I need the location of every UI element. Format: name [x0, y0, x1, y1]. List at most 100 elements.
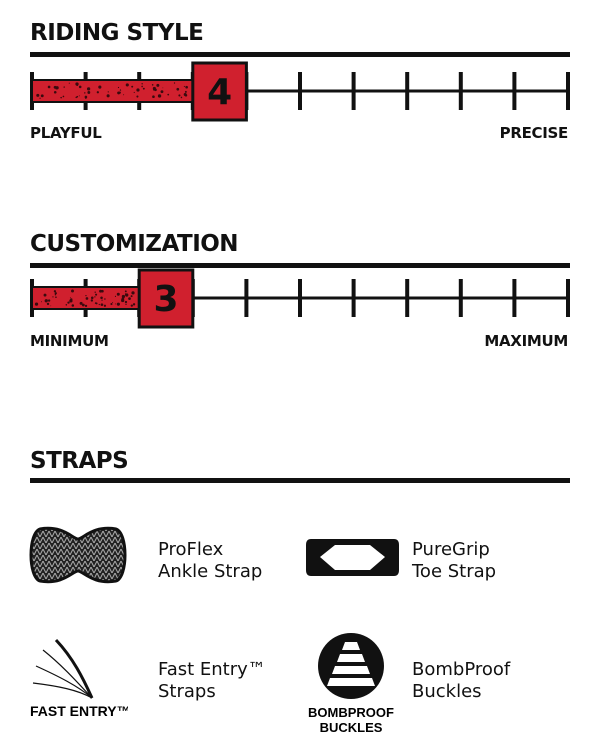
fill-texture	[66, 304, 68, 306]
fill-texture	[91, 296, 94, 299]
fill-texture	[152, 84, 154, 86]
scale-max-label: MAXIMUM	[484, 332, 568, 350]
fill-texture	[48, 299, 50, 301]
fill-texture	[67, 301, 69, 303]
fast-entry-icon: FAST ENTRY™	[28, 638, 128, 718]
feature-line1: PureGrip	[412, 539, 496, 561]
divider	[30, 52, 570, 57]
fill-texture	[110, 303, 112, 305]
fill-texture	[54, 91, 57, 94]
fill-texture	[41, 301, 42, 302]
fill-texture	[185, 91, 187, 93]
fill-texture	[70, 297, 71, 298]
fill-texture	[104, 298, 106, 300]
fill-texture	[123, 94, 124, 95]
fill-texture	[60, 97, 62, 99]
fill-texture	[86, 297, 89, 300]
fill-texture	[50, 305, 51, 306]
fill-texture	[152, 95, 155, 98]
fill-texture	[134, 92, 135, 93]
fill-texture	[107, 94, 110, 97]
svg-text:BUCKLES: BUCKLES	[320, 720, 383, 735]
fill-texture	[87, 87, 90, 90]
fill-texture	[101, 300, 102, 301]
fill-texture	[55, 292, 57, 294]
feature-line2: Buckles	[412, 681, 510, 703]
fill-texture	[98, 85, 101, 88]
fill-texture	[85, 97, 87, 99]
fill-texture	[125, 293, 127, 295]
fill-texture	[184, 86, 185, 87]
fill-texture	[48, 86, 51, 89]
fill-texture	[117, 293, 120, 296]
fill-texture	[122, 295, 125, 298]
fill-texture	[69, 83, 70, 84]
fill-texture	[84, 92, 85, 93]
fill-texture	[133, 303, 135, 305]
fill-texture	[161, 90, 164, 93]
fill-texture	[79, 95, 80, 96]
fill-texture	[112, 302, 113, 303]
riding-style-title: RIDING STYLE	[30, 20, 203, 46]
fill-texture	[125, 304, 126, 305]
fill-texture	[45, 299, 48, 302]
fill-texture	[70, 298, 72, 300]
scale-fill	[32, 80, 193, 102]
fill-texture	[143, 88, 145, 90]
fill-texture	[125, 301, 127, 303]
fill-texture	[99, 304, 100, 305]
riding-style-scale: 4	[20, 58, 590, 128]
customization-title: CUSTOMIZATION	[30, 231, 238, 257]
fill-texture	[47, 303, 49, 305]
fill-texture	[87, 91, 90, 94]
fill-texture	[117, 303, 120, 306]
fill-texture	[120, 89, 121, 90]
ankle-strap-icon	[28, 525, 128, 585]
fill-texture	[99, 290, 102, 293]
fill-texture	[71, 290, 74, 293]
fill-texture	[131, 305, 133, 307]
scale-value: 3	[153, 279, 178, 320]
fill-texture	[55, 296, 57, 298]
fill-texture	[181, 97, 183, 99]
fill-texture	[52, 296, 53, 297]
fill-texture	[156, 84, 159, 87]
fill-texture	[63, 96, 65, 98]
fill-texture	[115, 296, 116, 297]
fill-texture	[174, 82, 175, 83]
straps-title: STRAPS	[30, 448, 128, 474]
fill-texture	[75, 97, 77, 99]
fill-texture	[35, 302, 38, 305]
feature-line2: Toe Strap	[412, 561, 496, 583]
fill-texture	[72, 304, 75, 307]
fill-texture	[63, 86, 64, 87]
fill-texture	[128, 297, 131, 300]
fill-texture	[95, 292, 96, 293]
scale-min-label: MINIMUM	[30, 332, 109, 350]
fill-texture	[126, 83, 129, 86]
fill-texture	[141, 83, 142, 84]
fill-texture	[85, 295, 86, 296]
fill-texture	[115, 303, 116, 304]
fill-texture	[95, 302, 97, 304]
feature-line2: Straps	[158, 681, 266, 703]
fill-texture	[178, 94, 180, 96]
scale-min-label: PLAYFUL	[30, 124, 101, 142]
scale-max-label: PRECISE	[500, 124, 568, 142]
feature-line1: ProFlex	[158, 539, 262, 561]
fill-texture	[97, 91, 99, 93]
fill-texture	[100, 296, 103, 299]
fill-texture	[44, 294, 47, 297]
fill-texture	[119, 92, 121, 94]
feature-line1: Fast Entry™	[158, 659, 266, 681]
toe-strap-icon	[305, 535, 400, 580]
fill-texture	[94, 296, 95, 297]
fill-texture	[36, 94, 39, 97]
svg-text:BOMBPROOF: BOMBPROOF	[308, 705, 394, 720]
fill-texture	[153, 89, 155, 91]
fill-texture	[95, 294, 97, 296]
fill-texture	[91, 299, 93, 301]
feature-line1: BombProof	[412, 659, 510, 681]
fill-texture	[85, 305, 87, 307]
fill-texture	[56, 88, 57, 89]
